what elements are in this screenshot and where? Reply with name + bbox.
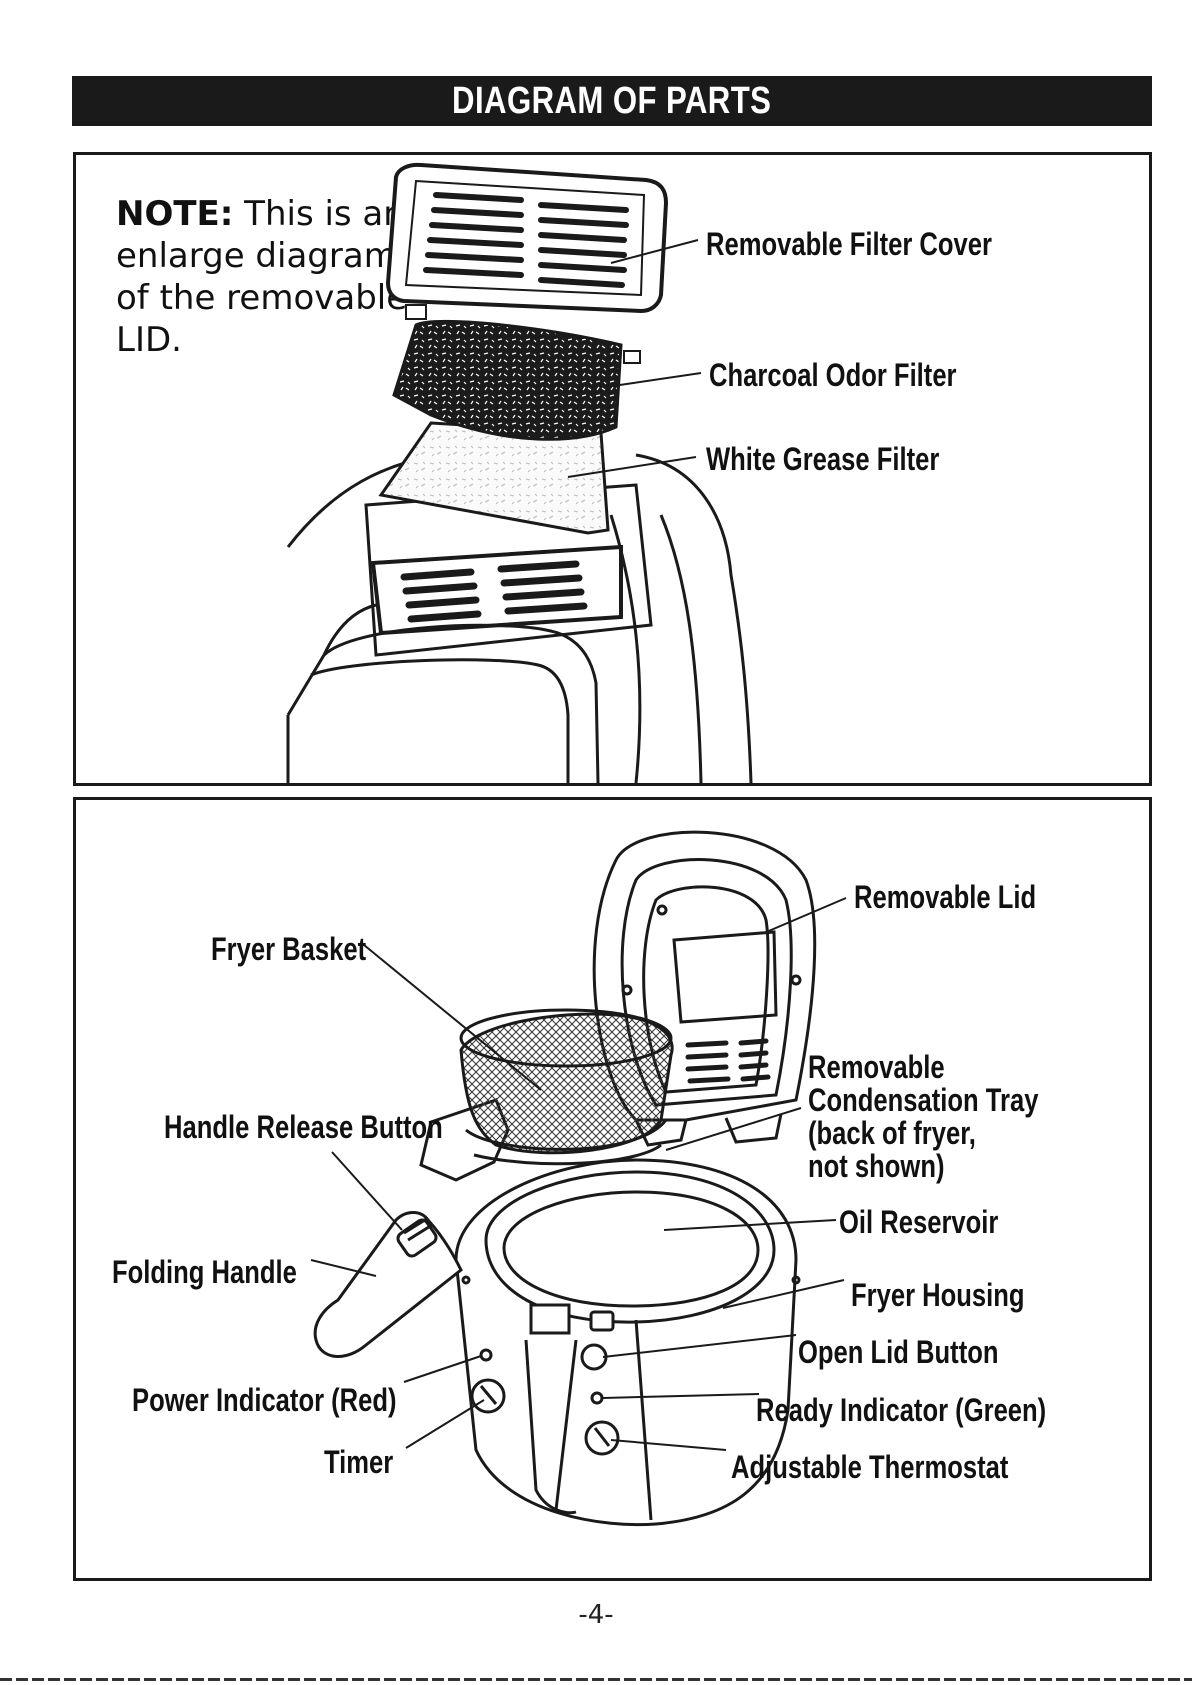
label-handle-release-button: Handle Release Button bbox=[164, 1109, 443, 1145]
page-title: DIAGRAM OF PARTS bbox=[452, 79, 772, 122]
label-power-indicator: Power Indicator (Red) bbox=[132, 1382, 397, 1418]
fryer-housing-body bbox=[454, 1158, 801, 1527]
lid-base-grid bbox=[370, 544, 623, 636]
fryer-diagram-panel: Removable Lid Fryer Basket Removable Con… bbox=[73, 797, 1152, 1581]
fryer-illustration bbox=[310, 830, 847, 1527]
note-body: This is an enlarge diagram of the remova… bbox=[116, 194, 408, 360]
lid-illustration bbox=[286, 162, 753, 783]
label-open-lid-button: Open Lid Button bbox=[798, 1334, 999, 1370]
label-fryer-basket: Fryer Basket bbox=[211, 931, 367, 967]
note-text: NOTE: This is an enlarge diagram of the … bbox=[116, 193, 416, 361]
label-removable-lid: Removable Lid bbox=[854, 879, 1037, 915]
charcoal-odor-filter bbox=[392, 319, 623, 441]
control-knobs bbox=[470, 1343, 620, 1456]
label-oil-reservoir: Oil Reservoir bbox=[839, 1204, 999, 1240]
label-fryer-housing: Fryer Housing bbox=[851, 1277, 1025, 1313]
label-removable-filter-cover: Removable Filter Cover bbox=[706, 226, 992, 262]
label-condensation-tray-line-3: (back of fryer, bbox=[808, 1115, 976, 1151]
label-charcoal-odor-filter: Charcoal Odor Filter bbox=[709, 357, 957, 393]
label-condensation-tray-line-2: Condensation Tray bbox=[808, 1082, 1039, 1118]
label-folding-handle: Folding Handle bbox=[112, 1254, 297, 1290]
label-white-grease-filter: White Grease Filter bbox=[706, 441, 940, 477]
page-edge-strip bbox=[0, 1678, 1192, 1681]
title-bar: DIAGRAM OF PARTS bbox=[72, 76, 1152, 126]
white-grease-filter bbox=[378, 421, 610, 535]
removable-filter-cover bbox=[385, 162, 669, 364]
lid-diagram-panel: NOTE: This is an enlarge diagram of the … bbox=[73, 152, 1152, 786]
label-timer: Timer bbox=[324, 1444, 394, 1480]
label-condensation-tray-line-1: Removable bbox=[808, 1049, 945, 1085]
fryer-basket-shape bbox=[459, 1008, 674, 1166]
fryer-leader-lines bbox=[310, 897, 847, 1451]
page-number: -4- bbox=[578, 1600, 614, 1630]
note-prefix: NOTE: bbox=[116, 194, 234, 234]
lid-leader-lines bbox=[567, 239, 702, 478]
label-ready-indicator: Ready Indicator (Green) bbox=[756, 1392, 1047, 1428]
label-adjustable-thermostat: Adjustable Thermostat bbox=[731, 1449, 1009, 1485]
label-condensation-tray-line-4: not shown) bbox=[808, 1148, 945, 1184]
